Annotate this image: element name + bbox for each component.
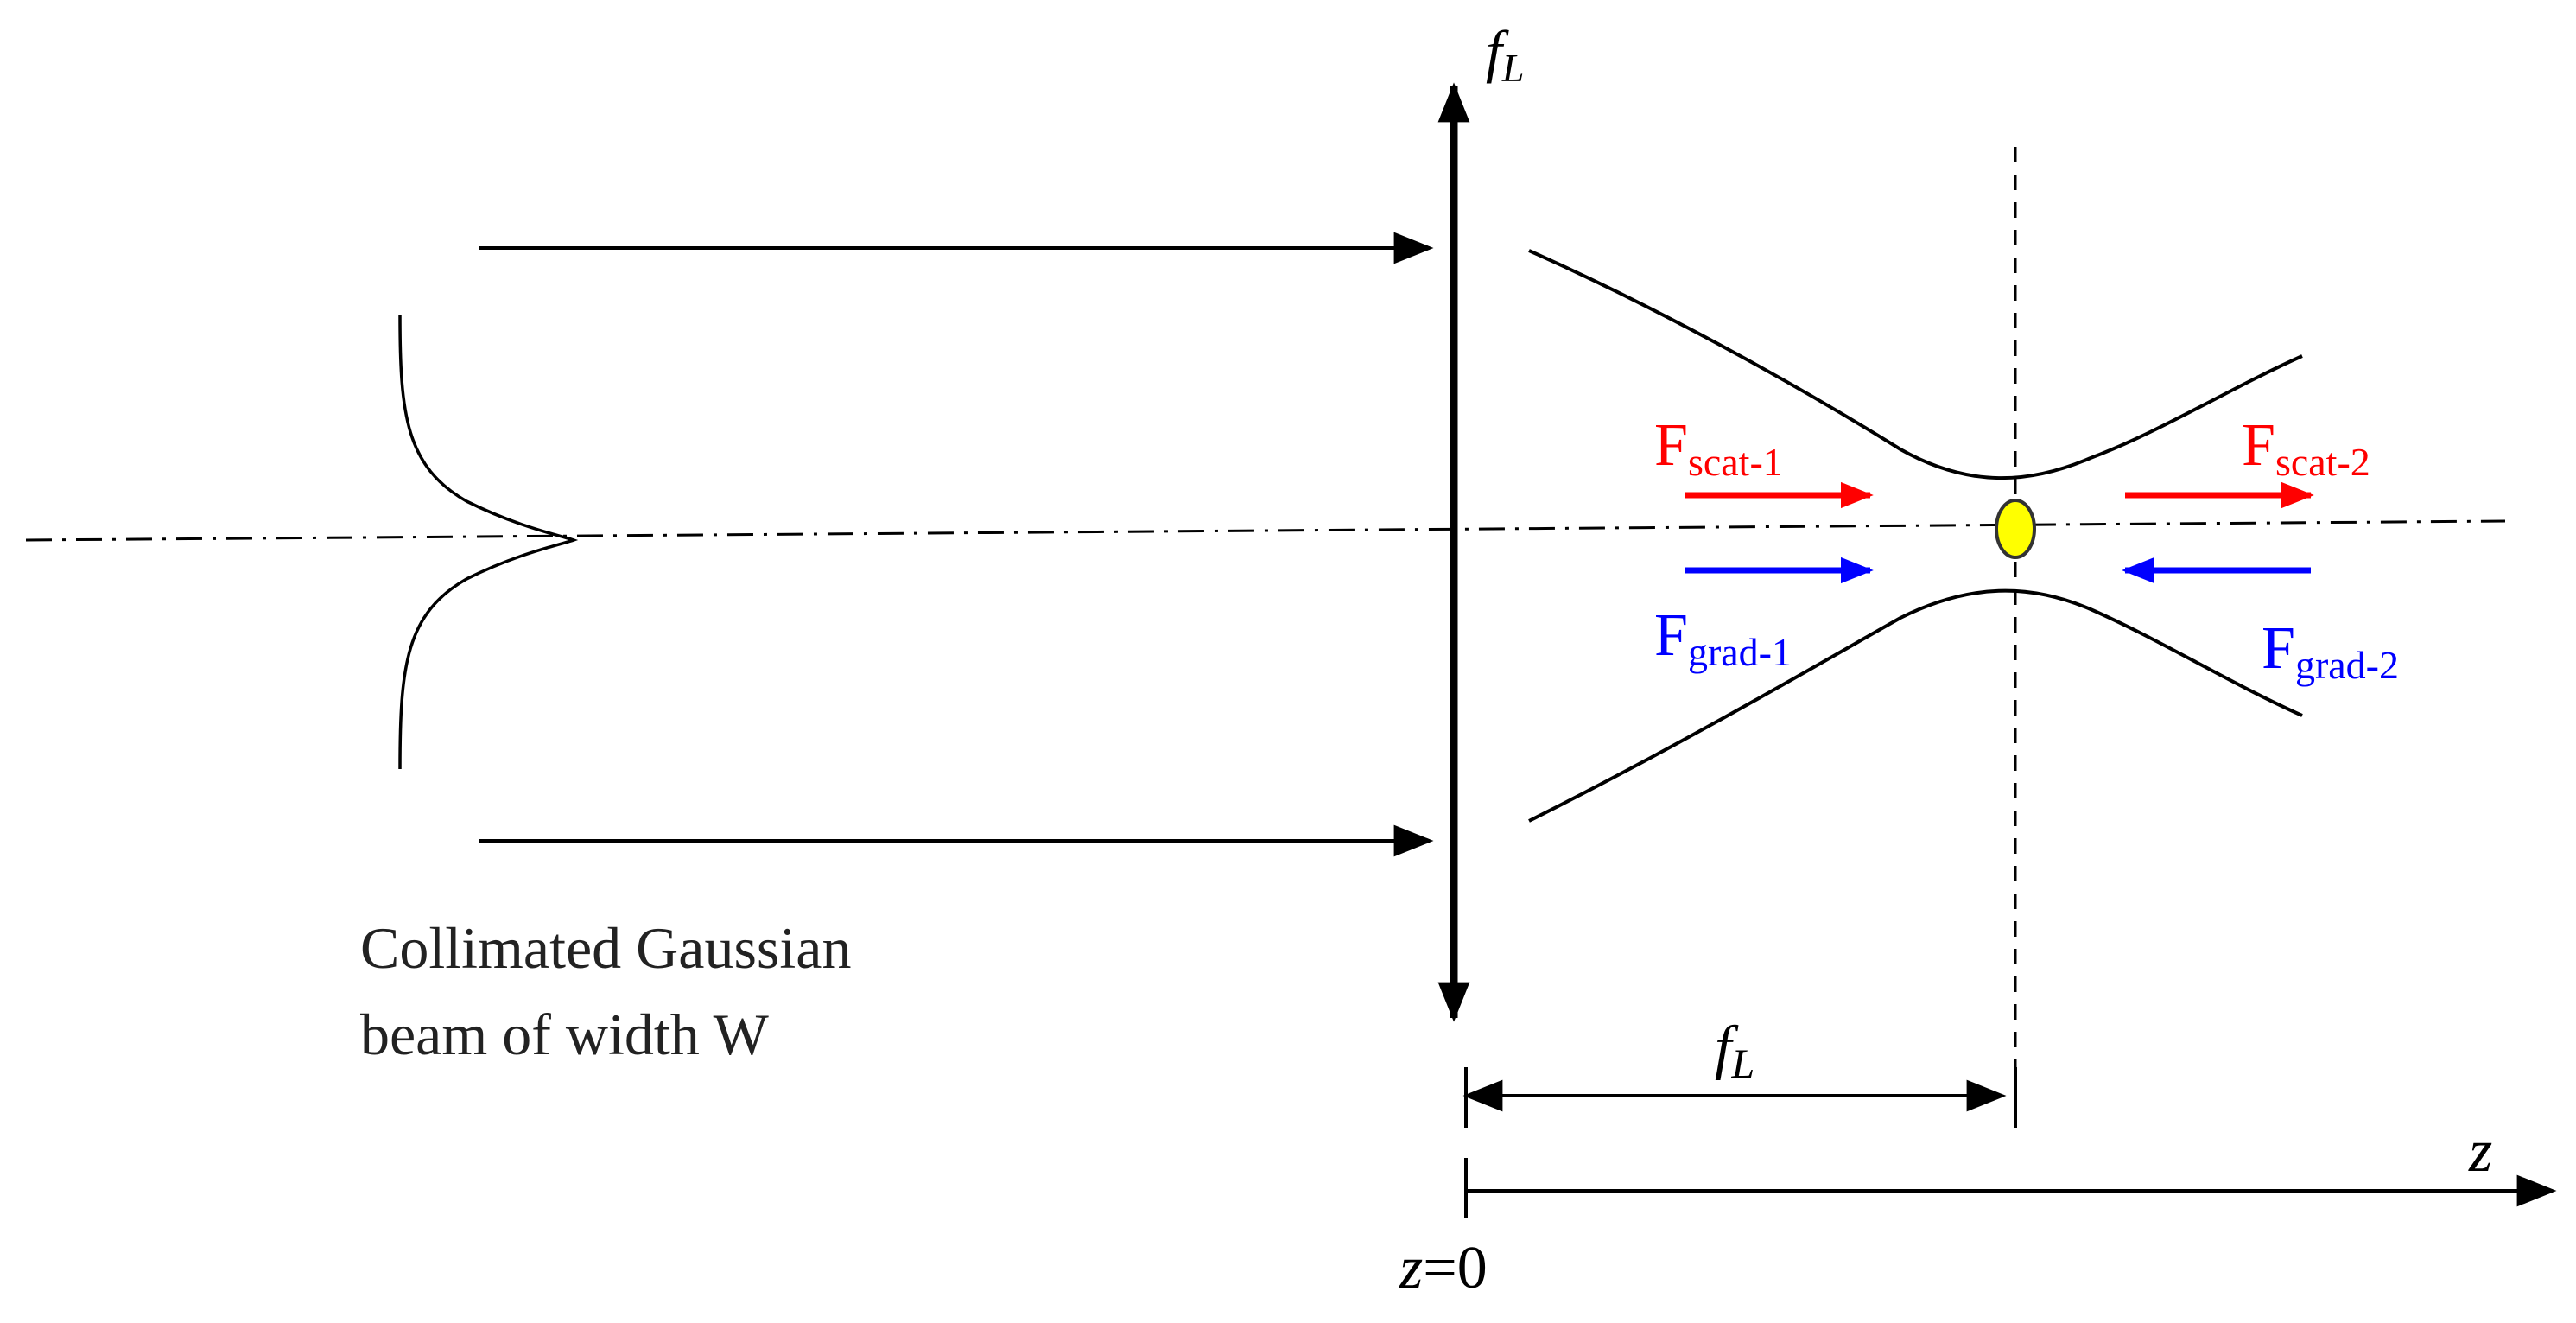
f-grad-1-label: Fgrad-1	[1654, 602, 1792, 674]
beam-caption-line2: beam of width W	[360, 1002, 770, 1067]
dim-focal-sub: L	[1730, 1041, 1754, 1087]
f-grad-1-main: F	[1654, 602, 1688, 669]
f-scat-2-main: F	[2242, 412, 2275, 479]
f-scat-2-sub: scat-2	[2275, 440, 2370, 484]
z-axis-label: z	[2468, 1118, 2492, 1185]
f-scat-1-main: F	[1654, 412, 1688, 479]
f-scat-1-label: Fscat-1	[1654, 412, 1783, 484]
beam-envelope-upper	[1528, 249, 2303, 480]
z-origin-label: z=0	[1399, 1235, 1488, 1301]
f-grad-1-sub: grad-1	[1688, 630, 1792, 674]
f-scat-1-sub: scat-1	[1688, 440, 1783, 484]
beam-caption-line1: Collimated Gaussian	[360, 915, 851, 981]
focal-length-dimension-label: fL	[1715, 1015, 1754, 1087]
lens-focal-label: fL	[1486, 18, 1525, 90]
trapped-particle	[1995, 499, 2036, 559]
lens-focal-sub: L	[1501, 46, 1525, 90]
f-grad-2-main: F	[2262, 615, 2295, 682]
f-grad-2-label: Fgrad-2	[2262, 615, 2399, 687]
gaussian-profile-curve	[398, 315, 579, 770]
f-scat-2-label: Fscat-2	[2242, 412, 2370, 484]
beam-envelope-lower	[1528, 588, 2303, 823]
optical-axis	[25, 519, 2506, 542]
f-grad-2-sub: grad-2	[2295, 643, 2399, 687]
z-origin-rest: =0	[1423, 1235, 1487, 1301]
z-origin-var: z	[1399, 1235, 1423, 1301]
